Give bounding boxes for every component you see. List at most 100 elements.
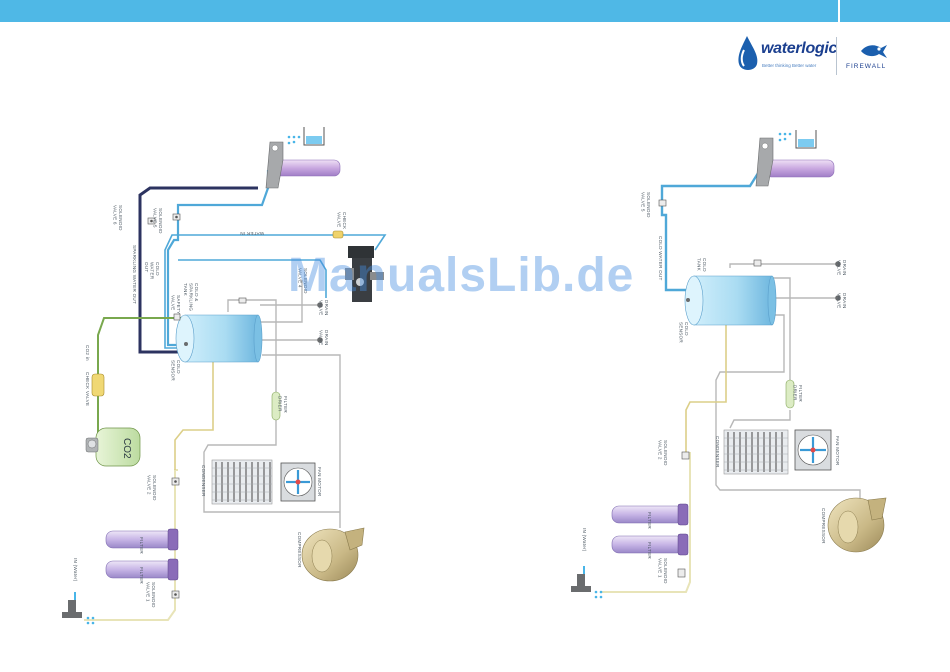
right-filter-1 [611, 503, 689, 526]
right-solenoid-valve-2 [681, 451, 690, 460]
firewall-icon [861, 45, 887, 58]
glass-icon [303, 127, 325, 146]
right-label-cold-water-out: COLD WATER OUT [658, 236, 663, 281]
right-label-filter-1: FILTER [647, 512, 652, 529]
right-label-filter-drier: FILTERDRIER [793, 385, 803, 402]
right-glass-icon [795, 130, 817, 149]
solenoid-valve-6 [147, 217, 156, 225]
water-in-pipe [164, 234, 387, 349]
right-label-filter-2: FILTER [647, 542, 652, 559]
label-cold-sensor: COLDSENSOR [171, 360, 181, 381]
logo-divider [836, 37, 837, 75]
right-dispenser-head [755, 137, 774, 187]
compressor [301, 527, 365, 582]
label-filter-1: FILTER [139, 537, 144, 554]
right-cold-sensor-icon [686, 298, 690, 302]
right-drain-valve-2 [835, 295, 841, 301]
right-dispenser-nozzle-icon [761, 142, 769, 150]
right-compressor [827, 497, 887, 553]
right-inlet-pipe [600, 452, 691, 593]
sparkling-water-pipe [138, 186, 258, 354]
right-label-drain-valve-1: DRAINVALVE [837, 260, 847, 276]
dispense-tube [275, 159, 341, 177]
condenser-pipe [203, 420, 340, 513]
filter-drier [271, 391, 281, 421]
fan-motor [280, 462, 316, 502]
right-refrigerant-pipe [685, 325, 727, 452]
right-solenoid-valve-1 [677, 568, 686, 578]
tank-top-fitting [238, 297, 247, 304]
right-filter-drier [785, 379, 795, 409]
firewall-label: FIREWALL [846, 63, 887, 70]
label-filter-drier: FILTERDRIER [278, 396, 288, 413]
brand-name: waterlogic [761, 40, 838, 57]
water-drop-icon [738, 36, 758, 70]
right-glass-water [798, 139, 814, 147]
right-label-cold-sensor: COLDSENSOR [679, 322, 689, 343]
brand-logo: waterlogic Better thinking Better water … [735, 34, 945, 78]
right-water-drops-icon [778, 132, 792, 142]
right-filter-2 [611, 533, 689, 556]
label-cold-sparkling-tank: COLD &SPARKLINGTANK [183, 283, 199, 311]
right-cold-tank [684, 275, 777, 326]
right-condenser [723, 429, 789, 475]
compressor-loop-pipe [260, 280, 341, 528]
right-condenser-pipe [729, 410, 791, 429]
right-dispense-tube [765, 159, 835, 178]
right-inlet-tap-icon [571, 566, 603, 599]
right-drain-pipe-1 [729, 263, 836, 268]
label-safety-valve: SAFETYVALVE [171, 295, 181, 314]
header-bar [0, 0, 950, 22]
right-label-fan-motor: FAN MOTOR [835, 436, 840, 466]
drain-valve-2 [317, 337, 323, 343]
label-solenoid-valve-2: SOLENOIDVALVE 2 [147, 475, 157, 501]
cold-sparkling-tank [175, 314, 263, 363]
water-drops-icon [287, 135, 301, 145]
pump-pipe [178, 259, 327, 298]
refrigerant-pipe [174, 362, 214, 470]
pump-motor [345, 246, 384, 302]
label-solenoid-valve-1: SOLENOIDVALVE 1 [146, 582, 156, 608]
dispenser-head [265, 141, 284, 189]
check-valve [332, 230, 344, 239]
inlet-pipe [84, 469, 178, 621]
solenoid-valve-1 [171, 590, 180, 599]
label-co2-bottle: CO2 [121, 438, 132, 459]
right-label-drain-valve-2: DRAINVALVE [837, 293, 847, 309]
label-cold-water-out: COLDWATEROUT [144, 262, 160, 280]
right-cold-water-pipe [660, 169, 762, 292]
label-drain-valve-1: DRAINVALVE [319, 300, 329, 316]
tank-top-pipe [227, 299, 277, 400]
inlet-tap-icon [62, 592, 95, 625]
label-sparkling-water-out: SPARKLING WATER OUT [132, 245, 137, 304]
header-bar-divider [838, 0, 840, 22]
right-label-cold-tank: COLDTANK [697, 258, 707, 272]
label-fan-motor: FAN MOTOR [317, 467, 322, 497]
drain-valve-1 [317, 302, 323, 308]
label-water-in: WATER IN [240, 231, 264, 236]
filter-1 [105, 528, 179, 551]
right-diagram: SOLENOIDVALVE 5 COLD WATER OUT COLDTANK … [571, 130, 887, 599]
right-solenoid-valve-5 [658, 199, 667, 207]
right-label-in-water: IN (Water) [582, 528, 587, 552]
filter-2 [105, 558, 179, 581]
right-fan-motor [794, 429, 832, 471]
label-solenoid-valve-4: SOLENOIDVALVE 4 [298, 268, 308, 294]
label-check-valve-co2: CHECK VALVE [85, 372, 90, 406]
brand-tagline: Better thinking Better water [762, 63, 817, 68]
right-label-solenoid-valve-1: SOLENOIDVALVE 1 [658, 558, 668, 584]
right-label-solenoid-valve-5: SOLENOIDVALVE 5 [641, 192, 651, 218]
dispenser-nozzle-icon [271, 144, 279, 152]
solenoid-valve-5 [172, 213, 181, 221]
right-label-compressor: COMPRESSOR [821, 508, 826, 544]
watermark: ManualsLib.de [288, 249, 635, 302]
right-label-condenser: CONDENSER [715, 436, 720, 468]
co2-bottle [85, 427, 141, 467]
label-co2-in: CO2 in [85, 345, 90, 361]
label-compressor: COMPRESSOR [297, 532, 302, 568]
label-drain-valve-2: DRAINVALVE [319, 330, 329, 346]
safety-valve-fitting [173, 313, 181, 321]
right-label-solenoid-valve-2: SOLENOIDVALVE 2 [658, 440, 668, 466]
solenoid-valve-2 [171, 477, 180, 486]
